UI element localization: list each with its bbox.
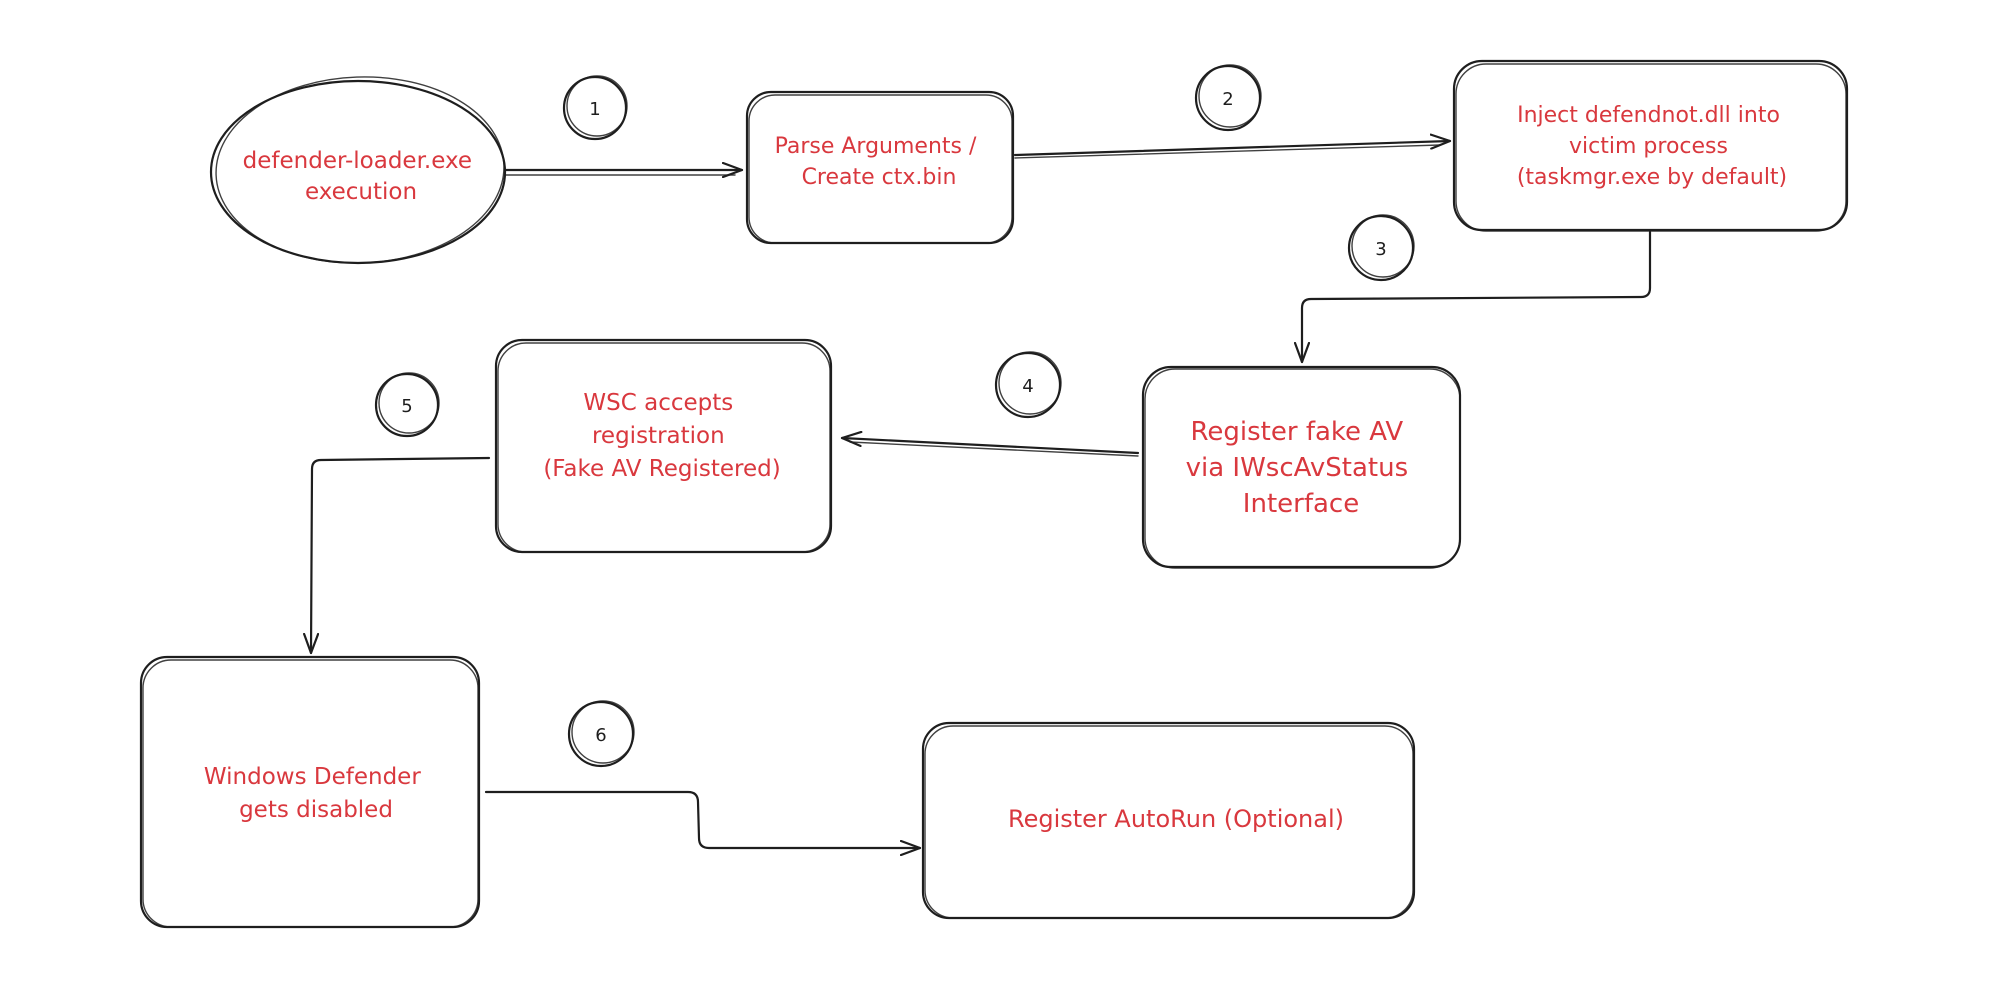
- node-autorun: Register AutoRun (Optional): [921, 721, 1416, 920]
- step-badge-5: 5: [374, 372, 440, 438]
- step-badge-1-label: 1: [589, 99, 600, 120]
- connector-inject-to-register: [1302, 230, 1652, 364]
- connector-register-to-wsc: [840, 438, 1140, 457]
- connector-start-to-parse: [503, 170, 744, 175]
- step-badge-5-label: 5: [401, 396, 412, 417]
- node-inject-label: Inject defendnot.dll into victim process…: [1517, 103, 1787, 190]
- node-start: defender-loader.exe execution: [209, 76, 507, 265]
- step-badge-2-label: 2: [1222, 89, 1233, 110]
- node-inject: Inject defendnot.dll into victim process…: [1452, 59, 1849, 232]
- node-wsc-label: WSC accepts registration (Fake AV Regist…: [543, 390, 780, 482]
- node-register-label: Register fake AV via IWscAvStatus Interf…: [1186, 417, 1417, 519]
- step-badge-2: 2: [1194, 64, 1262, 132]
- connector-defender-to-autorun: [484, 790, 922, 848]
- step-badge-6-label: 6: [595, 725, 606, 746]
- node-wsc: WSC accepts registration (Fake AV Regist…: [494, 338, 833, 554]
- connector-wsc-to-defender: [311, 456, 491, 655]
- connector-parse-to-inject: [1013, 141, 1452, 159]
- node-parse-label: Parse Arguments / Create ctx.bin: [775, 134, 984, 190]
- step-badge-4-label: 4: [1022, 376, 1033, 397]
- node-autorun-label: Register AutoRun (Optional): [1008, 805, 1344, 833]
- node-start-label: defender-loader.exe execution: [243, 148, 480, 205]
- step-badge-4: 4: [994, 351, 1062, 419]
- step-badge-3: 3: [1347, 214, 1415, 282]
- step-badge-1: 1: [562, 75, 628, 141]
- node-parse: Parse Arguments / Create ctx.bin: [745, 90, 1015, 245]
- node-register: Register fake AV via IWscAvStatus Interf…: [1141, 365, 1462, 569]
- node-defender: Windows Defender gets disabled: [139, 655, 481, 929]
- step-badge-3-label: 3: [1375, 239, 1386, 260]
- step-badge-6: 6: [567, 700, 635, 768]
- node-defender-label: Windows Defender gets disabled: [204, 764, 428, 823]
